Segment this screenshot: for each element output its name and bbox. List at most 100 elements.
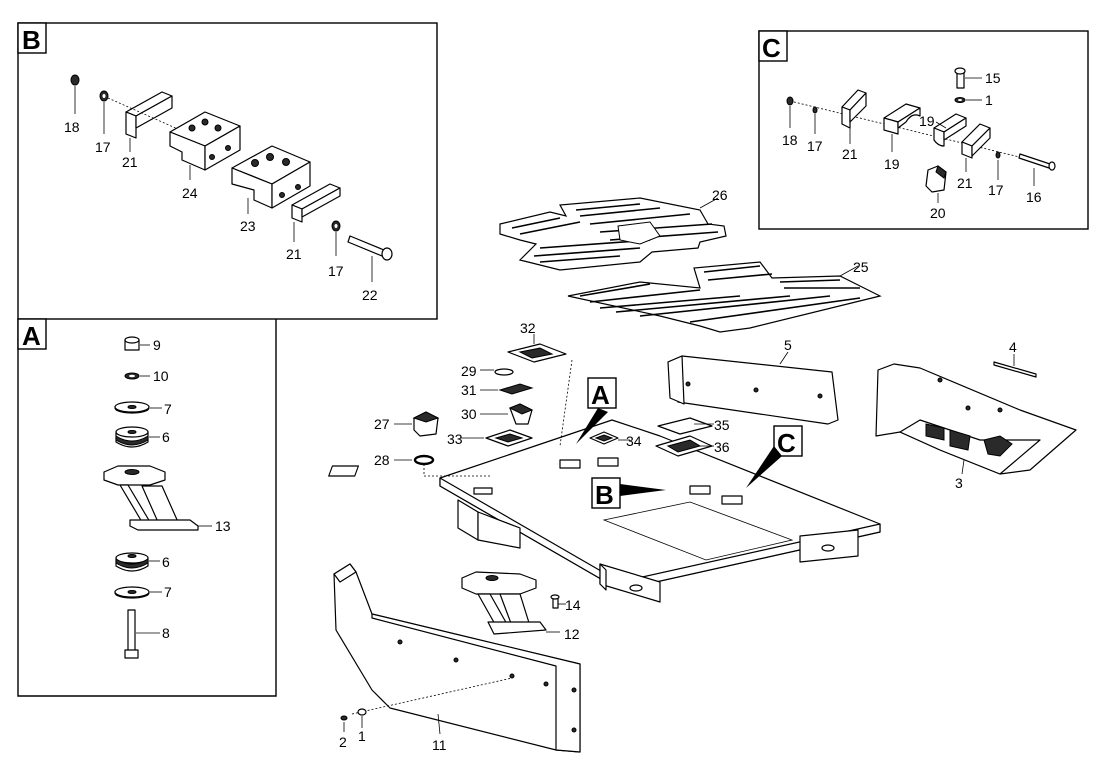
panel-a-frame (17, 319, 277, 697)
label-21-c: 21 (842, 146, 858, 162)
svg-text:A: A (591, 380, 610, 410)
label-13: 13 (215, 518, 231, 534)
label-6-lower: 6 (162, 554, 170, 570)
part-11-side-panel (333, 563, 581, 753)
part-27-grommet (394, 411, 440, 437)
panel-b-letter-box (17, 22, 47, 54)
detail-panel-c: C (758, 30, 1089, 230)
part-21-bracket-b-lower (291, 183, 341, 242)
label-2: 2 (339, 734, 347, 750)
label-14: 14 (565, 597, 581, 613)
part-6-mount-lower (115, 552, 160, 572)
label-17-c2: 17 (988, 182, 1004, 198)
label-7-lower: 7 (164, 584, 172, 600)
part-18-nut-c (786, 96, 794, 128)
label-31: 31 (461, 382, 477, 398)
label-16: 16 (1026, 189, 1042, 205)
callout-b: B (591, 477, 666, 510)
part-13-mount-bracket (103, 465, 212, 531)
part-17-washer-b-lower (331, 220, 341, 256)
part-33-plate (460, 429, 533, 447)
label-28: 28 (374, 452, 390, 468)
panel-c-letter-box (758, 30, 788, 62)
part-5-panel (667, 351, 839, 425)
label-6-upper: 6 (162, 429, 170, 445)
part-2-nut (340, 715, 348, 732)
label-11: 11 (432, 737, 447, 753)
callout-c: C (746, 425, 803, 488)
label-32: 32 (520, 320, 536, 336)
label-34: 34 (626, 433, 642, 449)
part-3-cover (875, 363, 1077, 475)
part-31-gasket (480, 383, 534, 395)
part-26-floor-mat-upper (499, 197, 727, 271)
label-23: 23 (240, 218, 256, 234)
svg-text:B: B (595, 480, 614, 510)
part-21-bracket-c-left (841, 89, 867, 144)
part-34-gasket (589, 431, 630, 445)
part-1-washer-c (954, 97, 982, 103)
part-23-block (231, 145, 311, 214)
label-25: 25 (853, 259, 869, 275)
label-29: 29 (461, 363, 477, 379)
part-30-boot (480, 403, 534, 425)
part-12-mount-bracket (461, 571, 560, 635)
panel-a-letter-box (17, 318, 47, 350)
panel-c-frame (758, 30, 1089, 230)
part-7-washer-upper (114, 401, 162, 414)
label-19-c: 19 (884, 156, 900, 172)
part-17-washer-c-right (995, 151, 1001, 180)
svg-text:C: C (777, 428, 796, 458)
label-27: 27 (374, 416, 390, 432)
label-1: 1 (358, 728, 366, 744)
part-35-plate (657, 417, 714, 435)
part-1-washer (357, 708, 367, 728)
part-19-clamp-left (883, 103, 921, 152)
part-10-washer (124, 372, 150, 380)
part-6-mount-upper (115, 426, 160, 448)
part-17-washer-b (99, 90, 109, 134)
label-30: 30 (461, 406, 477, 422)
part-18-nut-b (70, 74, 80, 114)
label-19-c2: 19 (919, 113, 935, 129)
label-24: 24 (182, 185, 198, 201)
label-22: 22 (362, 287, 378, 303)
panel-a-letter: A (22, 321, 41, 351)
part-17-washer-c (812, 106, 818, 134)
label-21-b2: 21 (286, 246, 302, 262)
part-4-bar (993, 354, 1037, 378)
label-36: 36 (714, 439, 730, 455)
part-15-screw (954, 67, 982, 89)
label-17-b: 17 (95, 139, 111, 155)
label-17-c: 17 (807, 138, 823, 154)
part-20-cap (925, 165, 947, 203)
panel-b-frame (17, 22, 438, 320)
label-3: 3 (955, 475, 963, 491)
label-20: 20 (930, 205, 946, 221)
part-16-bolt (1018, 153, 1056, 186)
part-22-bolt (347, 235, 393, 282)
label-4: 4 (1009, 339, 1017, 355)
label-1-c: 1 (985, 92, 993, 108)
label-12: 12 (564, 626, 580, 642)
part-25-floor-mat-lower (567, 261, 882, 333)
label-8: 8 (162, 625, 170, 641)
label-21-c2: 21 (957, 175, 973, 191)
part-24-block (169, 111, 241, 180)
label-35: 35 (714, 417, 730, 433)
floor-plate-base (328, 419, 881, 603)
part-14-bolt (550, 594, 566, 609)
part-29-gasket (480, 368, 514, 376)
label-33: 33 (447, 431, 463, 447)
part-21-bracket-b-upper (107, 91, 181, 152)
part-7-washer-lower (114, 586, 162, 599)
part-32-plate (507, 334, 567, 363)
panel-b-letter: B (22, 25, 41, 55)
detail-panel-a: A (17, 318, 277, 697)
label-26: 26 (712, 187, 728, 203)
part-28-ring (394, 454, 490, 477)
callout-a: A (559, 359, 617, 447)
panel-c-letter: C (762, 33, 781, 63)
label-21-b: 21 (122, 154, 138, 170)
